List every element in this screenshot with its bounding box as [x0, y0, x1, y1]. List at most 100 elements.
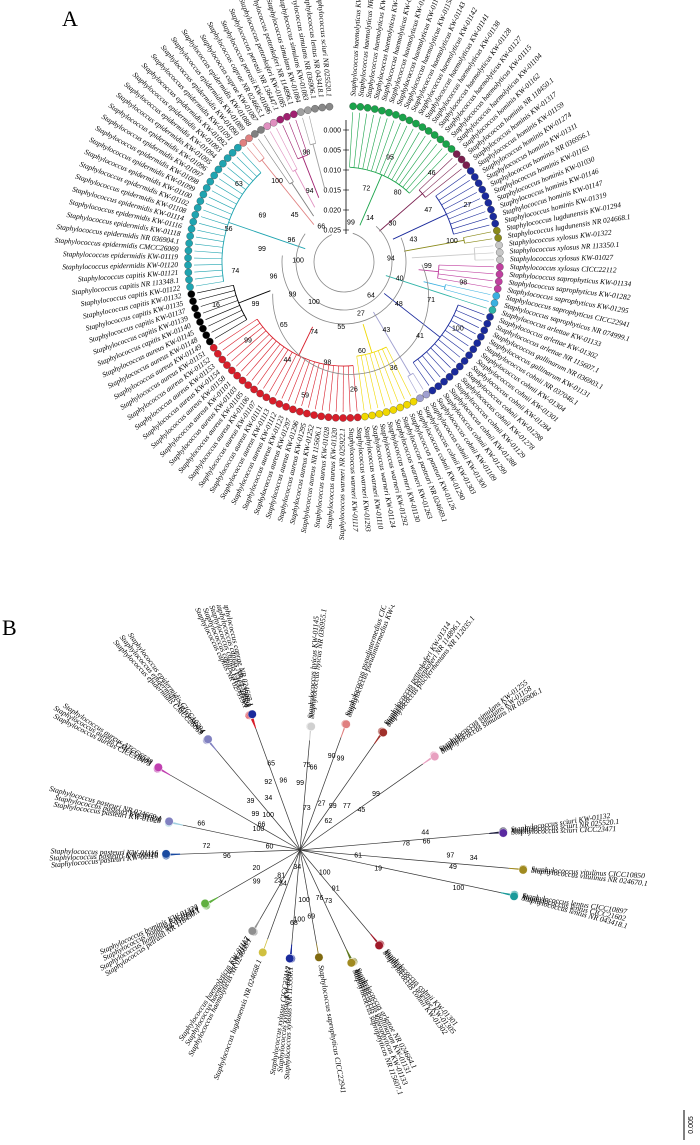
bootstrap-value: 68: [290, 920, 298, 927]
tip-branch: [198, 290, 235, 301]
bootstrap-value: 65: [280, 322, 288, 329]
tip-branch: [446, 198, 481, 215]
tip-branch: [422, 163, 458, 194]
clade-stem: [418, 269, 439, 273]
tip-marker: [509, 891, 519, 901]
scale-bar: 0.005: [683, 1110, 695, 1140]
tip-marker: [405, 116, 414, 125]
tip-marker: [398, 113, 407, 122]
tip-marker: [483, 319, 492, 328]
tip-label: Staphylococcus epidermidis CICC10294: [126, 631, 207, 735]
tip-branch: [445, 284, 491, 295]
tip-marker: [424, 127, 433, 135]
bootstrap-value: 19: [374, 865, 382, 872]
bootstrap-value: 92: [264, 779, 272, 786]
tip-branch: [377, 350, 399, 403]
bootstrap-value: 66: [317, 224, 325, 231]
clade-stem: [392, 213, 447, 240]
tip-branch: [328, 365, 334, 412]
tip-marker: [245, 134, 253, 143]
bootstrap-value: 98: [303, 149, 311, 156]
bootstrap-value: 99: [329, 803, 337, 810]
circular-tree-svg: 0.0000.0050.0100.0150.0200.0259972951480…: [55, 0, 632, 540]
tip-branch: [252, 142, 265, 159]
tip-marker: [492, 292, 501, 300]
bootstrap-value: 73: [324, 898, 332, 905]
bootstrap-value: 100: [262, 812, 274, 819]
tip-marker: [481, 192, 490, 200]
tip-branch: [214, 319, 247, 339]
tip-marker: [191, 211, 200, 219]
tip-marker: [382, 408, 391, 416]
tip-marker: [375, 410, 384, 418]
tip-marker: [189, 218, 198, 226]
scale-tick-label: 0.010: [323, 168, 341, 175]
tip-marker: [430, 752, 440, 761]
tip-marker: [487, 205, 495, 214]
tip-marker: [353, 413, 362, 422]
tip-branch: [241, 337, 273, 372]
tip-branch: [353, 112, 361, 168]
tip-marker: [218, 355, 227, 364]
tip-markers: [184, 102, 504, 422]
tip-label: Staphylococcus pasteuri KW-01020: [49, 850, 158, 863]
tip-branch: [375, 120, 395, 173]
bootstrap-value: 100: [308, 299, 320, 306]
tip-marker: [250, 385, 258, 394]
tip-labels: Staphylococcus haemolyticus KW-01277Stap…: [55, 0, 632, 540]
tip-branch: [402, 143, 438, 188]
scale-tick-label: 0.000: [323, 128, 341, 135]
scale-tick-label: 0.005: [323, 148, 341, 155]
tip-marker: [206, 177, 215, 186]
bootstrap-value: 56: [225, 226, 233, 233]
tip-branch: [195, 281, 224, 287]
tip-branch: [263, 349, 289, 389]
group-stem: [299, 849, 510, 869]
group-stem: [299, 763, 424, 851]
bootstrap-value: 30: [389, 220, 397, 227]
tip-marker: [164, 816, 174, 826]
tip-label: Staphylococcus epidermidis KW-01119: [63, 249, 179, 261]
tip-branch: [386, 346, 412, 397]
bootstrap-value: 46: [428, 170, 436, 177]
bootstrap-value: 27: [357, 310, 365, 317]
bootstrap-value: 99: [337, 755, 345, 762]
bootstrap-value: 99: [244, 337, 252, 344]
tip-branch: [211, 190, 237, 205]
tip-marker: [488, 306, 497, 314]
tip-branch: [294, 360, 311, 404]
tip-branch: [448, 325, 473, 341]
tip-branch: [426, 351, 446, 373]
tip-marker: [418, 123, 427, 131]
tip-label: Staphylococcus aureus ATCC6538: [62, 701, 155, 766]
tip-marker: [434, 382, 443, 391]
bootstrap-value: 100: [253, 826, 265, 833]
clade-stem: [261, 159, 315, 225]
bootstrap-value: 99: [251, 811, 259, 818]
tip-marker: [493, 226, 501, 235]
tip-branch: [236, 156, 258, 177]
tip-marker: [341, 719, 351, 729]
tip-marker: [296, 407, 304, 416]
tip-marker: [275, 400, 284, 408]
tip-branch: [282, 124, 299, 159]
tip-branch: [438, 273, 493, 282]
tip-branch: [373, 352, 392, 405]
tip-branch: [369, 353, 386, 407]
tip-marker: [349, 102, 357, 111]
tip-marker: [206, 337, 214, 346]
tip-branch: [194, 264, 223, 266]
bootstrap-value: 45: [358, 807, 366, 814]
tip-marker: [262, 393, 271, 402]
tip-marker: [495, 241, 503, 249]
bootstrap-value: 96: [288, 237, 296, 244]
tip-label: Staphylococcus simulans NR 036906.1: [439, 686, 544, 756]
tip-marker: [303, 409, 311, 418]
bootstrap-value: 20: [252, 865, 260, 872]
tip-marker: [452, 150, 461, 158]
tip-branch: [194, 269, 223, 273]
tip-branch: [453, 224, 490, 235]
bootstrap-value: 96: [279, 778, 287, 785]
tip-marker: [283, 113, 291, 121]
